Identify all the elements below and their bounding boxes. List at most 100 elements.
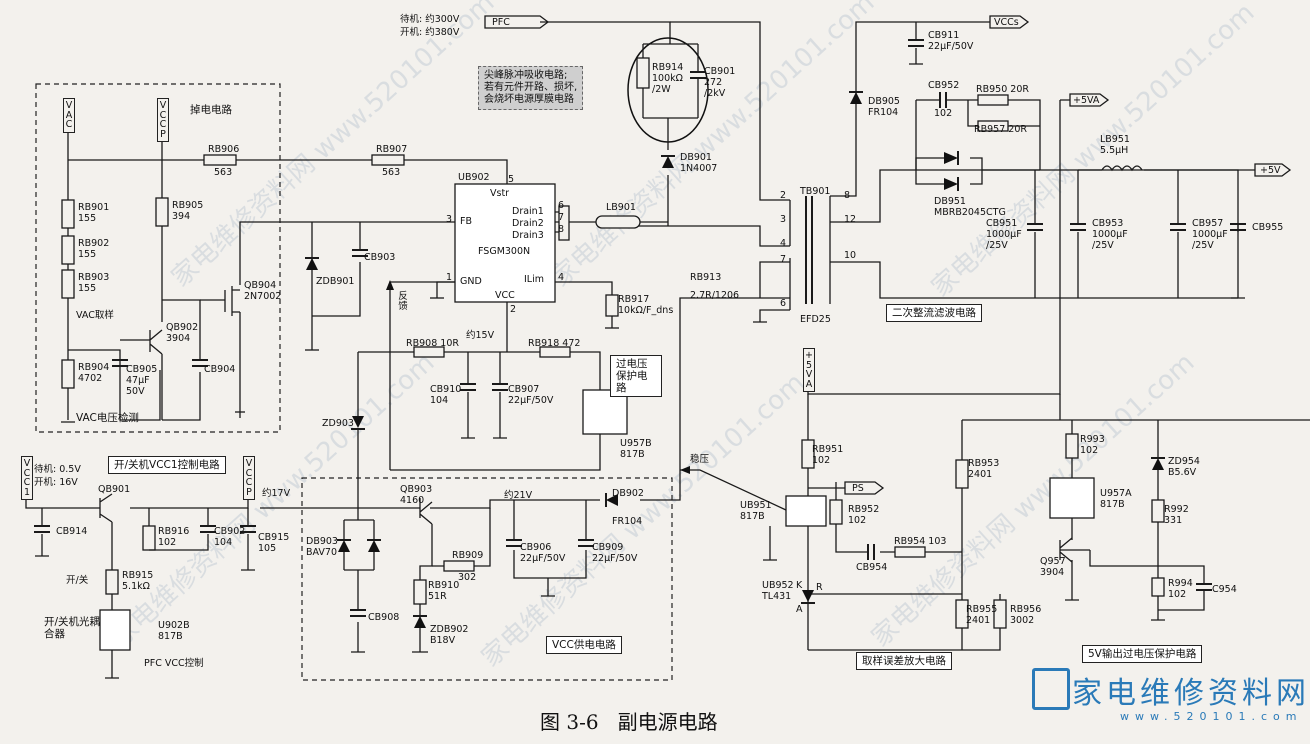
net-pfc: PFC	[492, 17, 510, 28]
ic-pin-num: 4	[558, 272, 565, 283]
note-regulate: 稳压	[690, 454, 710, 465]
transformer-pin: 2	[780, 190, 787, 201]
label-rb909: RB909	[452, 550, 484, 561]
label-cb952-value: 102	[934, 108, 953, 119]
pin-k: K	[796, 580, 803, 591]
block-pfc-vcc-ctrl: PFC VCC控制	[144, 658, 204, 669]
spike-note-line: 会烧坏电源厚膜电路	[484, 94, 574, 105]
label-rb907: RB907	[376, 144, 408, 155]
label-rb957: RB957 20R	[974, 124, 1027, 135]
ic-part: FSGM300N	[478, 246, 531, 257]
label-zd903: ZD903	[322, 418, 354, 429]
label-rb907-value: 563	[382, 167, 401, 178]
figure-number: 图 3-6	[540, 710, 599, 734]
label-rb954: RB954 103	[894, 536, 947, 547]
transformer-pin: 6	[780, 298, 787, 309]
ic-pin-num: 6	[558, 200, 565, 211]
ic-pin-num: 7	[558, 212, 565, 223]
ic-pin-ilim: ILim	[524, 274, 544, 285]
ic-pin-vcc: VCC	[495, 290, 515, 301]
block-onoff-ctrl: 开/关机VCC1控制电路	[108, 456, 226, 474]
site-logo-icon	[1032, 668, 1070, 710]
transformer-ref: TB901	[800, 186, 831, 197]
label-cb914: CB914	[56, 526, 88, 537]
spike-note-line: 尖峰脉冲吸收电路;	[484, 70, 568, 81]
ic-pin-drain3: Drain3	[512, 230, 544, 241]
block-error-amp: 取样误差放大电路	[856, 652, 952, 670]
figure-caption: 图 3-6 副电源电路	[540, 706, 718, 735]
label-cb903: CB903	[364, 252, 396, 263]
ic-pin-vstr: Vstr	[490, 188, 510, 199]
pin-a: A	[796, 604, 803, 615]
label-rb918: RB918 472	[528, 338, 581, 349]
net-5va: +5VA	[1073, 95, 1100, 106]
spike-absorb-note: 尖峰脉冲吸收电路; 若有元件开路、损坏, 会烧坏电源厚膜电路	[478, 66, 584, 110]
figure-title: 副电源电路	[617, 710, 718, 734]
label-qb901: QB901	[98, 484, 131, 495]
pin-r: R	[816, 582, 823, 593]
net-vccs: VCCs	[994, 17, 1019, 28]
ic-pin-num: 1	[446, 272, 453, 283]
label-cb955: CB955	[1252, 222, 1284, 233]
note-feedback: 反馈	[398, 291, 408, 312]
vcc-supply-block	[301, 477, 673, 681]
block-power-down: 掉电电路	[190, 104, 232, 116]
transformer-pin: 12	[844, 214, 857, 225]
block-secondary: 二次整流滤波电路	[886, 304, 982, 322]
label-rb908: RB908 10R	[406, 338, 459, 349]
note-switch: 开/关	[66, 575, 89, 586]
site-logo-text: 家电维修资料网	[1072, 676, 1310, 711]
ic-pin-fb: FB	[460, 216, 472, 227]
label-cb904: CB904	[204, 364, 236, 375]
note-about-15v: 约15V	[466, 330, 495, 341]
block-ovp: 过电压保护电路	[610, 355, 662, 397]
label-lb901: LB901	[606, 202, 636, 213]
ic-pin-gnd: GND	[460, 276, 482, 287]
transformer-pin: 4	[780, 238, 787, 249]
label-rb913: RB913	[690, 272, 722, 283]
note-about-17v: 约17V	[262, 488, 291, 499]
note-on-vcc1: 开机: 16V	[34, 477, 78, 488]
block-out-ovp: 5V输出过电压保护电路	[1082, 645, 1203, 663]
ic-pin-num: 2	[510, 304, 517, 315]
net-vac: VAC	[63, 98, 75, 133]
label-db902-part: FR104	[612, 516, 643, 527]
transformer-pin: 7	[780, 254, 787, 265]
label-rb913-value: 2.7R/1206	[690, 290, 740, 301]
